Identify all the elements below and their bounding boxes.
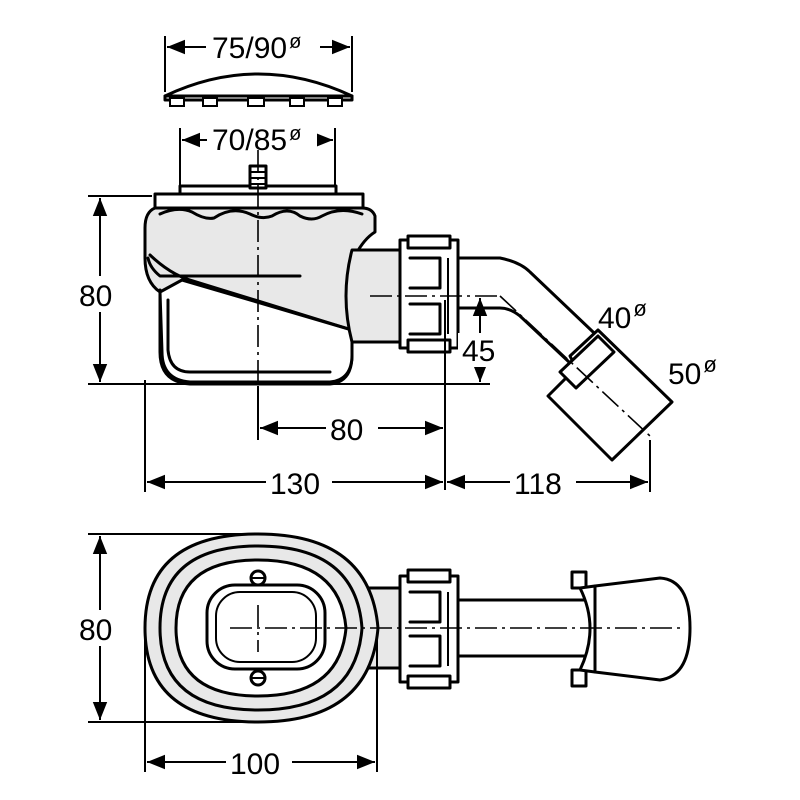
grate-plate-top xyxy=(205,583,327,671)
drain-offset-label: 80 xyxy=(330,414,363,447)
flange-ring xyxy=(153,192,365,210)
outer-pipe-label: 50ø xyxy=(668,352,717,391)
union-nut xyxy=(398,234,460,354)
top-width-label: 100 xyxy=(230,748,280,781)
top-height-dimension: 80 xyxy=(70,533,255,723)
outlet-rise-dimension: 45 xyxy=(458,298,502,382)
screw-icon xyxy=(249,569,267,687)
side-height-dimension: 80 xyxy=(70,195,490,385)
outlet-length-label: 118 xyxy=(514,468,562,501)
pipe-diameter-labels: 40ø 50ø xyxy=(598,296,717,391)
side-height-label: 80 xyxy=(79,280,112,313)
inner-pipe-label: 40ø xyxy=(598,296,647,335)
top-height-label: 80 xyxy=(79,614,112,647)
drain-offset-dimension: 80 xyxy=(257,300,446,490)
top-width-dimension: 100 xyxy=(144,640,378,781)
union-nut-top xyxy=(398,568,460,690)
side-view xyxy=(143,150,674,462)
body-length-label: 130 xyxy=(270,468,320,501)
outlet-rise-label: 45 xyxy=(462,335,495,368)
top-view xyxy=(143,532,692,724)
cover-cap xyxy=(163,72,354,107)
length-dimensions: 130 118 xyxy=(144,380,651,501)
